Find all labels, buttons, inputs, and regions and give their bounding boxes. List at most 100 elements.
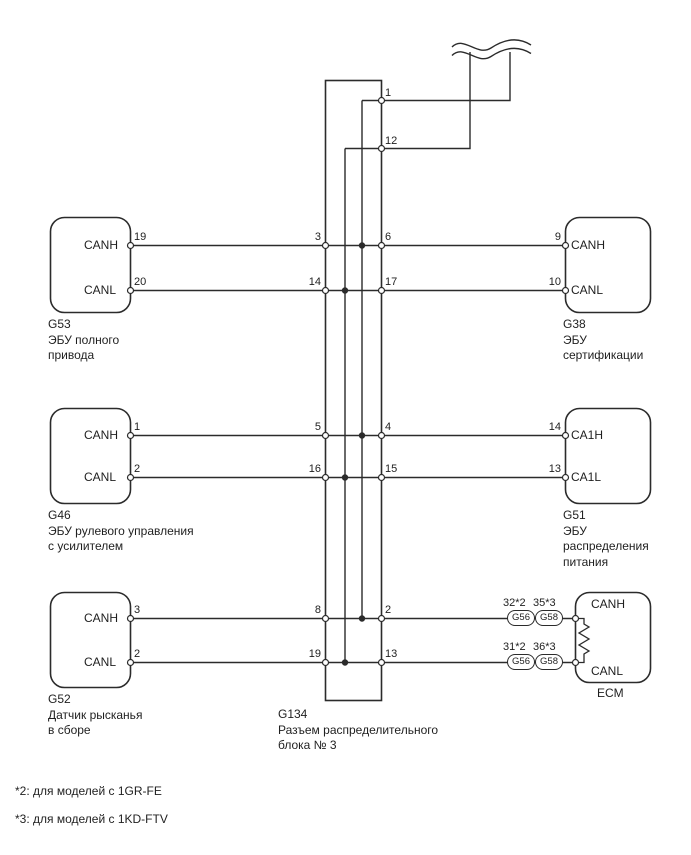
wire-break-icon: [451, 39, 532, 60]
g52-caption-line-1: Датчик рысканья: [48, 707, 143, 722]
junction-dot: [358, 242, 366, 249]
g46-caption-line-2: с усилителем: [48, 539, 124, 553]
junction-dot: [341, 659, 349, 666]
block-left-pin-2: 5: [314, 421, 321, 433]
g38-caption-line-1: ЭБУ: [563, 332, 587, 347]
ecm-canl-connector-g56: G56: [507, 654, 535, 670]
footnote-1gr-fe: *2: для моделей с 1GR-FE: [15, 784, 162, 798]
g46-canl-pin: 2: [134, 463, 141, 475]
ecm-canh-connector-g56: G56: [507, 610, 535, 626]
wire-top-pin12: [345, 52, 471, 150]
g46-caption-line-1: ЭБУ рулевого управления: [48, 523, 194, 538]
terminal-circle: [561, 473, 570, 482]
g52-caption-line-2: в сборе: [48, 723, 91, 737]
g53-caption-line-2: привода: [48, 348, 95, 362]
g51-ca1l-pin: 13: [548, 463, 561, 475]
terminal-circle: [571, 658, 580, 667]
g52-box: [49, 591, 132, 689]
junction-block-caption-id: G134: [278, 707, 308, 721]
junction-dots: [341, 242, 366, 666]
terminal-circle: [321, 658, 330, 667]
ecm-canl-pin-1kd: 36*3: [533, 641, 556, 653]
terminating-resistor-icon: [575, 617, 591, 664]
terminal-circle: [561, 431, 570, 440]
g46-caption-id: G46: [48, 508, 71, 522]
g51-caption-line-1: ЭБУ: [563, 523, 587, 538]
terminal-circle: [377, 96, 386, 105]
g53-canl-label: CANL: [84, 283, 117, 297]
terminal-circle: [126, 241, 135, 250]
wire-top-pin1: [362, 52, 511, 102]
junction-dot: [341, 474, 349, 481]
terminal-circle: [321, 473, 330, 482]
g38-canh-pin: 9: [554, 231, 561, 243]
g51-caption-line-3: питания: [563, 554, 609, 569]
block-right-pin-0: 6: [385, 231, 392, 243]
terminal-circle: [377, 658, 386, 667]
ecm-canh-pin-1kd: 35*3: [533, 597, 556, 609]
junction-block-caption: G134 Разъем распределительного блока № 3: [278, 707, 438, 754]
wires: [130, 52, 575, 664]
junction-block-outline: [324, 79, 383, 702]
block-right-pin-2: 4: [385, 421, 392, 433]
terminal-circle: [561, 286, 570, 295]
g51-ca1h-pin: 14: [548, 421, 561, 433]
g52-canl-label: CANL: [84, 655, 117, 669]
g38-canl-label: CANL: [571, 283, 604, 297]
g51-caption-id: G51: [563, 508, 586, 522]
component-boxes: [49, 216, 652, 689]
ecm-caption-id: ECM: [597, 686, 624, 700]
terminal-circle: [126, 614, 135, 623]
ecm-canh-label: CANH: [591, 597, 626, 611]
ecm-canh-pin-1gr: 32*2: [503, 597, 526, 609]
terminal-circle: [377, 614, 386, 623]
junction-block-caption-line-2: блока № 3: [278, 738, 337, 752]
terminal-circle: [377, 431, 386, 440]
terminal-circle: [321, 614, 330, 623]
g53-canl-pin: 20: [134, 276, 147, 288]
g53-box: [49, 216, 132, 314]
footnote-1kd-ftv: *3: для моделей с 1KD-FTV: [15, 812, 168, 826]
junction-dot: [341, 287, 349, 294]
g46-caption: G46 ЭБУ рулевого управления с усилителем: [48, 508, 194, 555]
g51-caption-line-2: распределения: [563, 539, 649, 553]
block-right-pin-5: 13: [385, 648, 398, 660]
junction-dot: [358, 432, 366, 439]
ecm-box: [574, 591, 652, 684]
ecm-caption: ECM: [597, 686, 624, 702]
junction-dot: [358, 615, 366, 622]
block-right-pin-4: 2: [385, 604, 392, 616]
terminal-circle: [126, 431, 135, 440]
block-right-pin-1: 17: [385, 276, 398, 288]
g53-canh-pin: 19: [134, 231, 147, 243]
terminal-circle: [321, 286, 330, 295]
block-right-pin-3: 15: [385, 463, 398, 475]
g51-box: [564, 407, 652, 505]
g38-canh-label: CANH: [571, 238, 606, 252]
ecm-canl-pin-1gr: 31*2: [503, 641, 526, 653]
g52-caption: G52 Датчик рысканья в сборе: [48, 692, 142, 739]
g46-box: [49, 407, 132, 505]
g52-canh-pin: 3: [134, 604, 141, 616]
g38-caption-line-2: сертификации: [563, 348, 644, 362]
terminal-circle: [321, 241, 330, 250]
terminal-circle: [321, 431, 330, 440]
g38-canl-pin: 10: [548, 276, 561, 288]
block-left-pin-0: 3: [314, 231, 321, 243]
block-left-pin-3: 16: [308, 463, 321, 475]
terminal-circle: [377, 144, 386, 153]
g51-ca1l-label: CA1L: [571, 470, 602, 484]
block-top-pin-12: 12: [385, 135, 398, 147]
terminal-circle: [561, 241, 570, 250]
terminal-circle: [377, 473, 386, 482]
terminal-circle: [377, 286, 386, 295]
g53-caption-id: G53: [48, 317, 71, 331]
g38-caption: G38 ЭБУ сертификации: [563, 317, 643, 364]
terminal-circle: [126, 286, 135, 295]
g52-canh-label: CANH: [84, 611, 119, 625]
g38-caption-id: G38: [563, 317, 586, 331]
block-top-pin-1: 1: [385, 87, 392, 99]
g51-caption: G51 ЭБУ распределения питания: [563, 508, 649, 570]
terminal-circles: [126, 96, 580, 667]
